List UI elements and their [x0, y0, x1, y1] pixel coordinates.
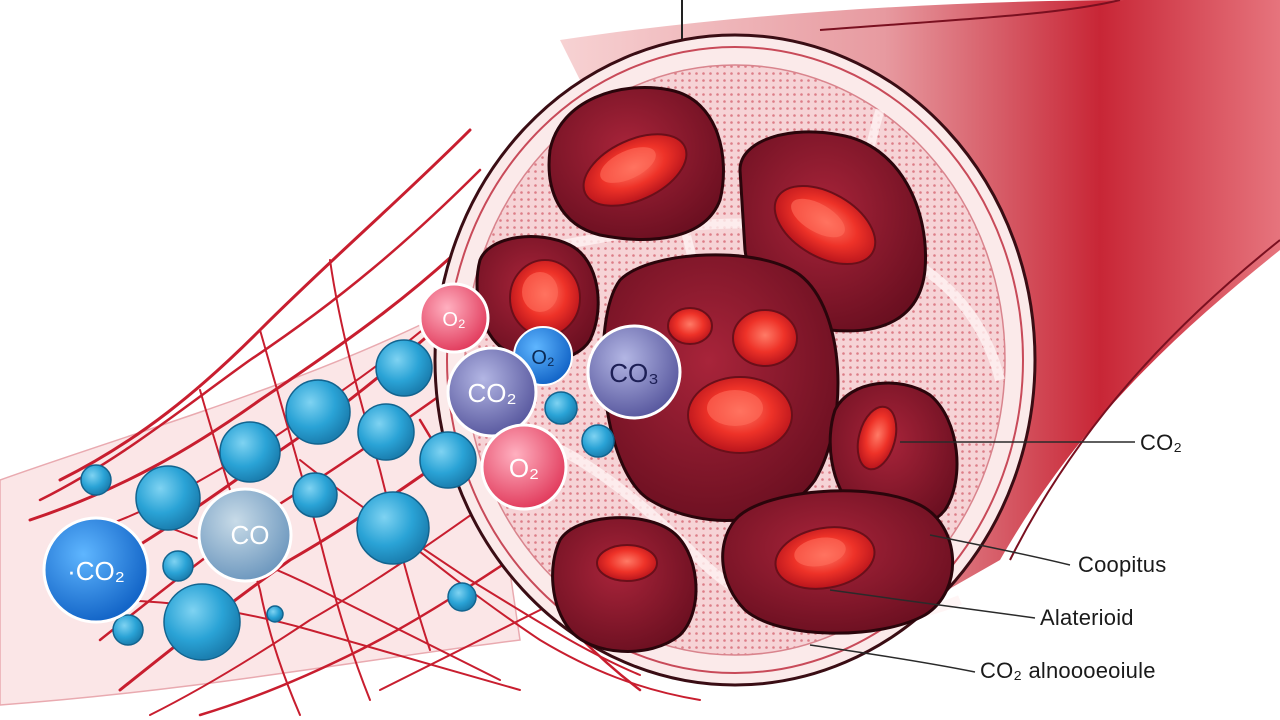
capillary-cell-bottom-left	[551, 516, 698, 653]
capillaries-callout-label: Coopitus	[1078, 552, 1167, 577]
callout-leader-lines	[809, 441, 1135, 673]
co-bubble-left: CO	[197, 487, 293, 583]
o2-pink-label: O₂	[509, 453, 539, 483]
capillary-cell-bottom-right	[721, 489, 955, 635]
o2-cyan-label: O₂	[531, 347, 554, 369]
co2-callout-label: CO₂	[1140, 430, 1183, 455]
molecule-callout-label: CO₂ alnoooeoiule	[980, 658, 1156, 683]
oxygen-bubbles	[80, 339, 615, 661]
capillary-cell-center	[601, 253, 840, 522]
o2-bubble-pink: O₂	[480, 423, 568, 511]
co2-bubble-blue-left: ·CO₂	[42, 516, 150, 624]
co2-bubble-purple-center: CO₂	[446, 346, 538, 438]
o2-bubble-small: O₂	[418, 282, 490, 354]
capillary-cell-top	[547, 86, 725, 241]
capillary-cell-left	[475, 235, 600, 362]
alveoli-callout-label: Alaterioid	[1040, 605, 1134, 630]
co2-blue-left-label: ·CO₂	[67, 556, 125, 586]
co2-bubble-purple-right: CO₃	[586, 324, 682, 420]
co-left-label: CO	[231, 520, 270, 550]
co2-right-bubble-label: CO₃	[609, 358, 659, 388]
o2-small-label: O₂	[442, 309, 465, 331]
co2-center-label: CO₂	[467, 378, 516, 408]
